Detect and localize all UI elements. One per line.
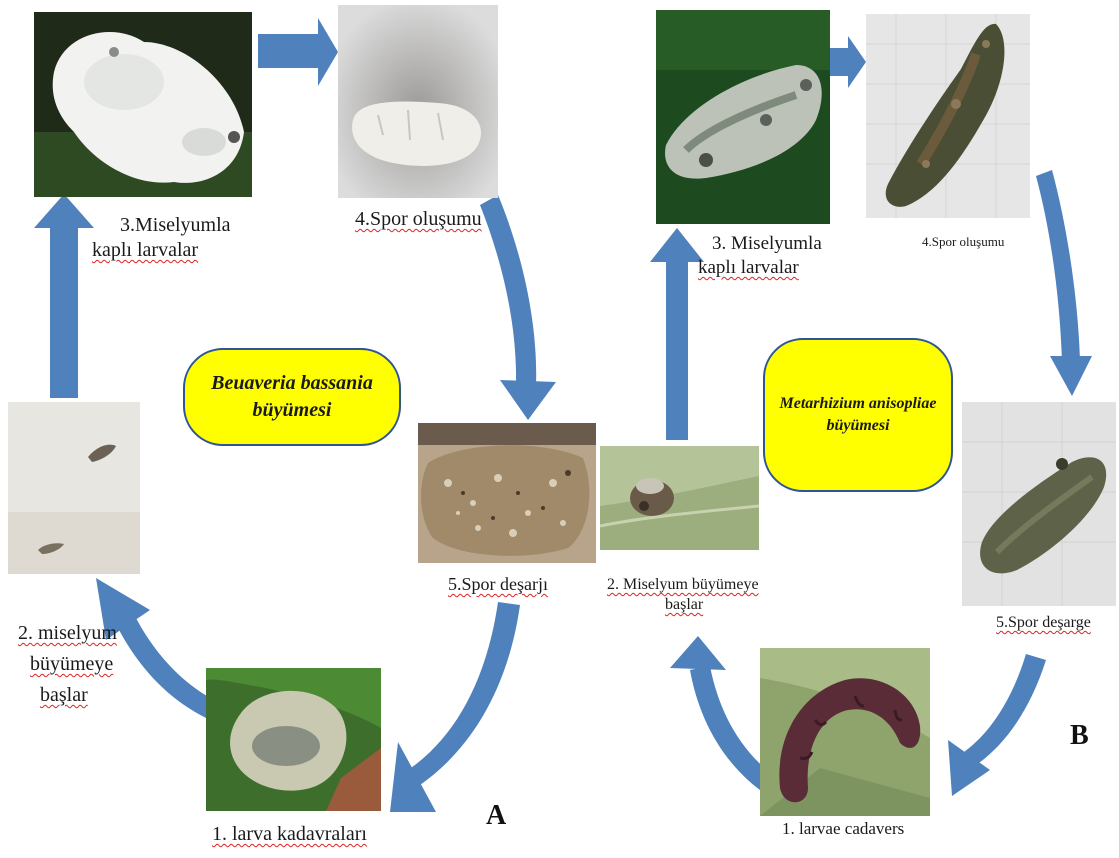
photo-a-step1-larva-cadaver bbox=[206, 668, 381, 811]
photo-b-step3-mycelium-larva bbox=[656, 10, 830, 224]
arrow-b-4-to-5 bbox=[1036, 170, 1080, 362]
panel-letter-b: B bbox=[1070, 720, 1089, 752]
label-b-step5: 5.Spor deşarge bbox=[996, 613, 1091, 633]
arrow-b-3-to-4 bbox=[830, 36, 866, 88]
label-b-step3: 3. Miselyumla kaplı larvalar bbox=[698, 232, 822, 280]
label-b-step1: 1. larvae cadavers bbox=[782, 818, 904, 839]
title-a-line2: büyümesi bbox=[253, 397, 332, 424]
photo-a-step3-mycelium-larva bbox=[34, 12, 252, 197]
label-a-step5: 5.Spor deşarjı bbox=[448, 573, 548, 596]
arrow-a-5-to-1 bbox=[408, 602, 520, 785]
title-a-line1: Beuaveria bassania bbox=[211, 370, 373, 397]
title-badge-a: Beuaveria bassania büyümesi bbox=[183, 348, 401, 446]
photo-b-step1-larvae-cadavers bbox=[760, 648, 930, 816]
label-b-step2-line1: 2. Miselyum büyümeye bbox=[607, 576, 759, 593]
label-a-step2-line3: başlar bbox=[40, 684, 88, 706]
label-a-step2-line2: büyümeye bbox=[30, 653, 113, 675]
label-a-step4: 4.Spor oluşumu bbox=[355, 207, 482, 232]
title-b-line1: Metarhizium anisopliae bbox=[780, 393, 937, 415]
panel-letter-a: A bbox=[486, 800, 506, 832]
label-b-step2-line2: başlar bbox=[665, 596, 703, 613]
label-b-step3-line2: kaplı larvalar bbox=[698, 257, 799, 278]
label-a-step3-line2: kaplı larvalar bbox=[92, 239, 198, 261]
label-a-step1: 1. larva kadavraları bbox=[212, 822, 367, 847]
arrow-a-3-to-4 bbox=[258, 18, 338, 86]
photo-a-step5-spore-discharge bbox=[418, 423, 596, 563]
title-badge-b: Metarhizium anisopliae büyümesi bbox=[763, 338, 953, 492]
photo-b-step4-spore-formation bbox=[866, 14, 1030, 218]
arrow-b-5-to-1 bbox=[964, 654, 1046, 765]
label-a-step2-line1: 2. miselyum bbox=[18, 622, 117, 644]
photo-a-step2-mycelium-starts bbox=[8, 402, 140, 574]
photo-b-step5-spore-discharge bbox=[962, 402, 1116, 606]
label-b-step4: 4.Spor oluşumu bbox=[922, 234, 1004, 250]
label-a-step3-line1: 3.Miselyumla bbox=[120, 214, 231, 236]
label-b-step2: 2. Miselyum büyümeye başlar bbox=[607, 575, 759, 615]
arrow-b-2-to-3 bbox=[650, 228, 704, 440]
title-b-line2: büyümesi bbox=[826, 415, 889, 437]
label-b-step3-line1: 3. Miselyumla bbox=[712, 233, 822, 254]
arrow-a-4-to-5 bbox=[480, 195, 536, 385]
arrow-a-2-to-3 bbox=[34, 194, 94, 398]
arrow-a-1-to-2 bbox=[118, 618, 214, 718]
label-a-step3: 3.Miselyumla kaplı larvalar bbox=[92, 213, 231, 263]
label-a-step2: 2. miselyum büyümeye başlar bbox=[18, 618, 117, 711]
photo-b-step2-mycelium-starts bbox=[600, 446, 759, 550]
photo-a-step4-spore-formation bbox=[338, 5, 498, 198]
